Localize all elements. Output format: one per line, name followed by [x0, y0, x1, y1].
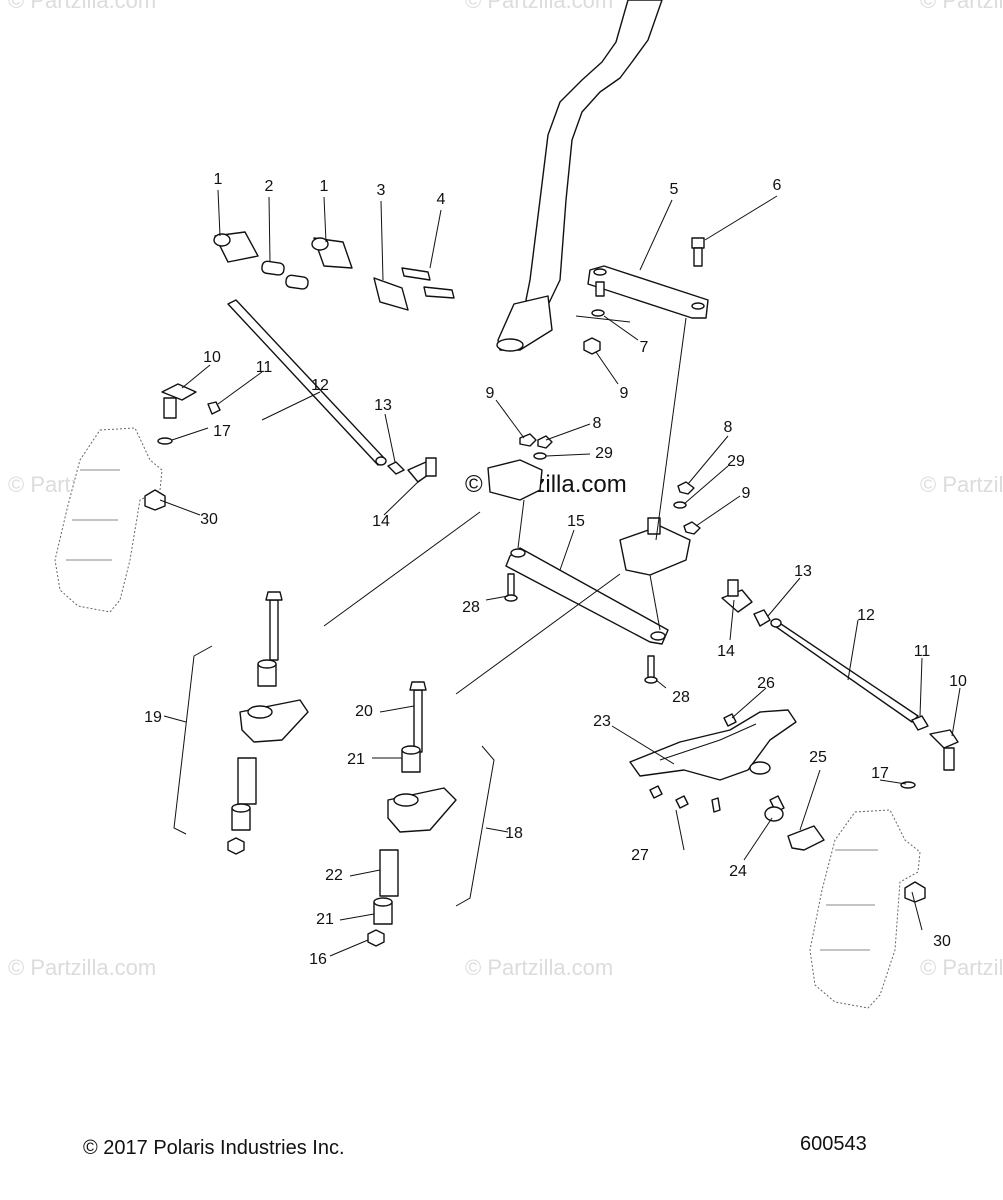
- drag-link: [504, 547, 669, 684]
- watermark-layer: © Partzilla.com © Partzilla.com © Partzi…: [8, 0, 1003, 980]
- callout-11: 11: [914, 643, 931, 660]
- callout-11: 11: [256, 359, 273, 376]
- callout-10: 10: [949, 673, 967, 690]
- callout-5: 5: [670, 181, 679, 198]
- left-idler-assembly: [227, 511, 481, 855]
- left-spindle: [54, 427, 163, 613]
- callout-13: 13: [794, 563, 812, 580]
- watermark-text: © Partzilla.com: [465, 955, 613, 980]
- callout-21: 21: [347, 751, 365, 768]
- callout-3: 3: [377, 182, 386, 199]
- watermark-text: © Partzilla.com: [465, 0, 613, 13]
- callout-14: 14: [372, 513, 390, 530]
- copyright-text: © 2017 Polaris Industries Inc.: [83, 1137, 345, 1159]
- right-spindle: [809, 809, 921, 1009]
- callout-15: 15: [567, 513, 585, 530]
- right-tie-rod: [721, 579, 959, 903]
- callout-21: 21: [316, 911, 334, 928]
- callout-12: 12: [857, 607, 875, 624]
- callout-9: 9: [742, 485, 751, 502]
- watermark-text: © Partzilla.com: [8, 0, 156, 13]
- callout-25: 25: [809, 749, 827, 766]
- callout-9: 9: [620, 385, 629, 402]
- watermark-text: © Partzilla.com: [920, 0, 1003, 13]
- callout-27: 27: [631, 847, 649, 864]
- callout-8: 8: [593, 415, 602, 432]
- callout-26: 26: [757, 675, 775, 692]
- callout-12: 12: [311, 377, 329, 394]
- left-tie-rod: [144, 299, 437, 511]
- callout-29: 29: [727, 453, 745, 470]
- callout-10: 10: [203, 349, 221, 366]
- callout-labels: 1 2 1 3 4 5 6 7 9 10 11 12 13 17 30 14 9…: [144, 171, 967, 968]
- callout-8: 8: [724, 419, 733, 436]
- callout-7: 7: [640, 339, 649, 356]
- callout-6: 6: [773, 177, 782, 194]
- callout-9: 9: [486, 385, 495, 402]
- callout-17: 17: [871, 765, 889, 782]
- guard-cover: [629, 709, 825, 851]
- callout-28: 28: [672, 689, 690, 706]
- leader-lines: [159, 189, 961, 957]
- steering-arm-assembly: [575, 237, 709, 355]
- watermark-text: © Partzilla.com: [920, 472, 1003, 497]
- callout-19: 19: [144, 709, 162, 726]
- center-bracket: [487, 317, 701, 631]
- callout-1: 1: [320, 178, 329, 195]
- right-idler-assembly: [367, 573, 621, 947]
- callout-28: 28: [462, 599, 480, 616]
- callout-23: 23: [593, 713, 611, 730]
- callout-13: 13: [374, 397, 392, 414]
- callout-16: 16: [309, 951, 327, 968]
- watermark-text: © Partzilla.com: [8, 955, 156, 980]
- drawing-number: 600543: [800, 1133, 867, 1155]
- callout-30: 30: [200, 511, 218, 528]
- top-clamp-parts: [213, 231, 455, 311]
- steering-column: [496, 0, 663, 352]
- callout-2: 2: [265, 178, 274, 195]
- callout-17: 17: [213, 423, 231, 440]
- callout-4: 4: [437, 191, 446, 208]
- callout-20: 20: [355, 703, 373, 720]
- callout-29: 29: [595, 445, 613, 462]
- callout-22: 22: [325, 867, 343, 884]
- callout-30: 30: [933, 933, 951, 950]
- watermark-text: © Partzilla.com: [920, 955, 1003, 980]
- callout-24: 24: [729, 863, 747, 880]
- callout-18: 18: [505, 825, 523, 842]
- callout-1: 1: [214, 171, 223, 188]
- callout-14: 14: [717, 643, 735, 660]
